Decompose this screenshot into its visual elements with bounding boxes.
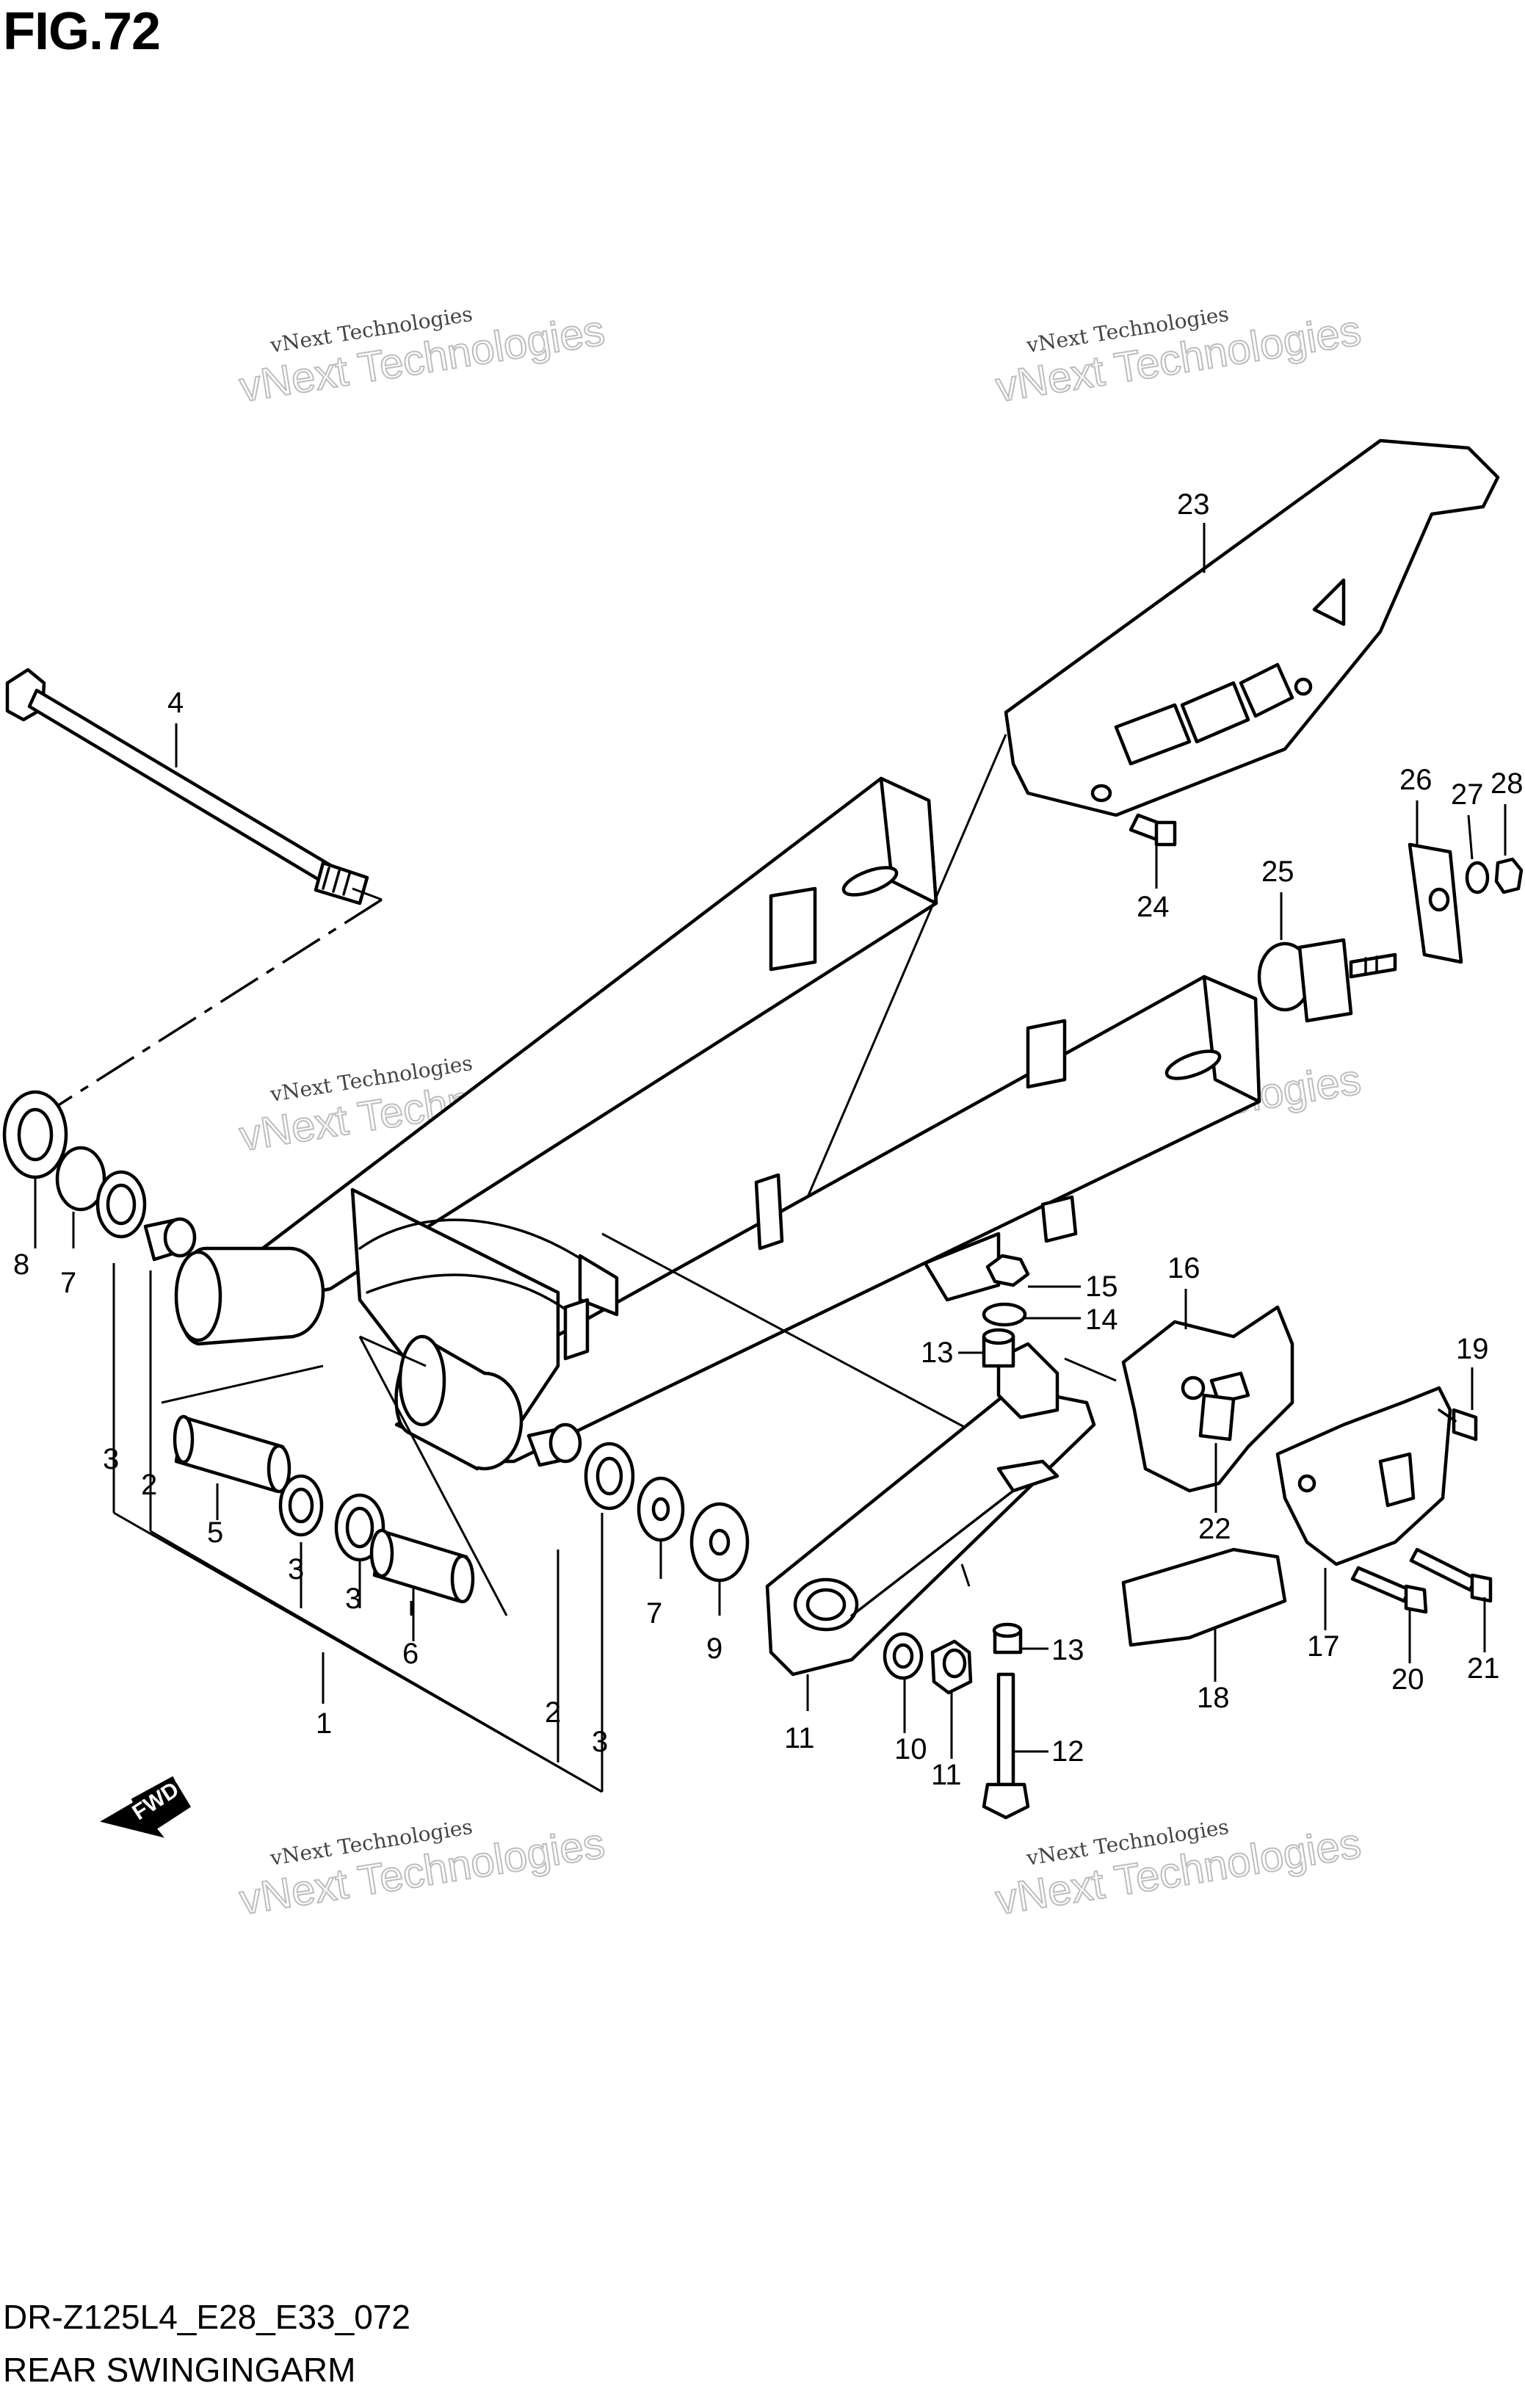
oil-seal-8-right [689, 1502, 750, 1583]
chain-slider [765, 1342, 1096, 1677]
callout-12: 12 [1051, 1735, 1084, 1768]
washer-27 [1465, 861, 1490, 894]
spacer-5 [173, 1414, 291, 1494]
assembly-bracket-lines [34, 1177, 721, 1793]
bolt-20 [1350, 1566, 1428, 1614]
adjuster-plate-26 [1408, 842, 1463, 964]
callout-19: 19 [1456, 1333, 1489, 1365]
bolt-19 [1438, 1408, 1478, 1442]
diagram-code: DR-Z125L4_E28_E33_072 [3, 2298, 410, 2336]
callout-28: 28 [1490, 767, 1524, 800]
washer-9 [883, 1632, 924, 1680]
callout-3-mid-a: 3 [288, 1553, 304, 1586]
callout-24: 24 [1137, 891, 1170, 923]
callout-3-mid-b: 3 [345, 1583, 361, 1615]
callout-8-left: 8 [13, 1248, 29, 1281]
collar-13-upper [982, 1328, 1015, 1368]
callout-1: 1 [316, 1707, 332, 1740]
callout-group: 4 23 24 25 26 27 28 8 7 3 2 5 3 3 6 1 2 … [13, 488, 1524, 1791]
nut-15 [985, 1254, 1030, 1287]
callout-7-left: 7 [60, 1267, 76, 1299]
washer-7-upper [55, 1146, 106, 1212]
nut-10 [930, 1639, 973, 1695]
callout-13-lower: 13 [1051, 1634, 1084, 1666]
figure-title: FIG.72 [3, 2, 161, 61]
bearing-3-lower-a [278, 1474, 324, 1537]
callout-11: 11 [784, 1722, 815, 1754]
slider-pad-18 [1121, 1547, 1287, 1647]
pivot-bolt [5, 668, 369, 905]
callout-7-right: 7 [646, 1597, 662, 1630]
forward-arrow: FWD [100, 1776, 192, 1838]
nut-28 [1494, 857, 1524, 894]
bushing-2-lower [526, 1422, 582, 1467]
callout-21: 21 [1467, 1652, 1500, 1685]
washer-7-right [637, 1476, 685, 1542]
collar-13-lower [992, 1622, 1023, 1655]
bearing-3-upper [95, 1170, 147, 1239]
diagram-name: REAR SWINGINGARM [3, 2351, 356, 2389]
callout-8-right: 9 [706, 1633, 722, 1665]
callout-10: 11 [931, 1759, 962, 1791]
callout-27: 27 [1451, 778, 1484, 811]
callout-17: 17 [1307, 1630, 1340, 1663]
chain-case [1004, 438, 1500, 817]
callout-3-left: 3 [103, 1443, 119, 1475]
bracket-plate-17 [1275, 1386, 1452, 1566]
callout-14: 14 [1085, 1304, 1118, 1336]
swingarm-body [174, 776, 1261, 1471]
bolt-21 [1409, 1547, 1493, 1603]
oil-seal-8-upper [2, 1090, 68, 1179]
callout-23: 23 [1177, 488, 1210, 521]
callout-13-upper: 13 [921, 1337, 954, 1369]
callout-22: 22 [1198, 1513, 1231, 1545]
callout-2-left: 2 [141, 1469, 157, 1501]
spacer-6 [369, 1528, 475, 1604]
chain-case-bolt [1129, 813, 1177, 847]
washer-14 [982, 1302, 1027, 1327]
callout-20: 20 [1391, 1663, 1424, 1696]
callout-15: 15 [1085, 1270, 1118, 1303]
callout-25: 25 [1261, 856, 1294, 888]
pin-22 [1198, 1393, 1236, 1442]
callout-9: 10 [894, 1733, 927, 1765]
bushing-2-upper [143, 1217, 197, 1262]
bearing-3-right [584, 1442, 635, 1511]
callout-6: 6 [402, 1638, 419, 1670]
callout-5: 5 [207, 1516, 223, 1549]
callout-16: 16 [1167, 1252, 1200, 1284]
callout-4: 4 [167, 687, 184, 719]
bolt-12 [982, 1672, 1030, 1820]
callout-26: 26 [1399, 764, 1432, 796]
callout-2-right: 2 [545, 1696, 561, 1729]
chain-adjuster-25 [1257, 938, 1397, 1023]
callout-3-right: 3 [592, 1726, 608, 1758]
callout-18: 18 [1197, 1682, 1230, 1714]
